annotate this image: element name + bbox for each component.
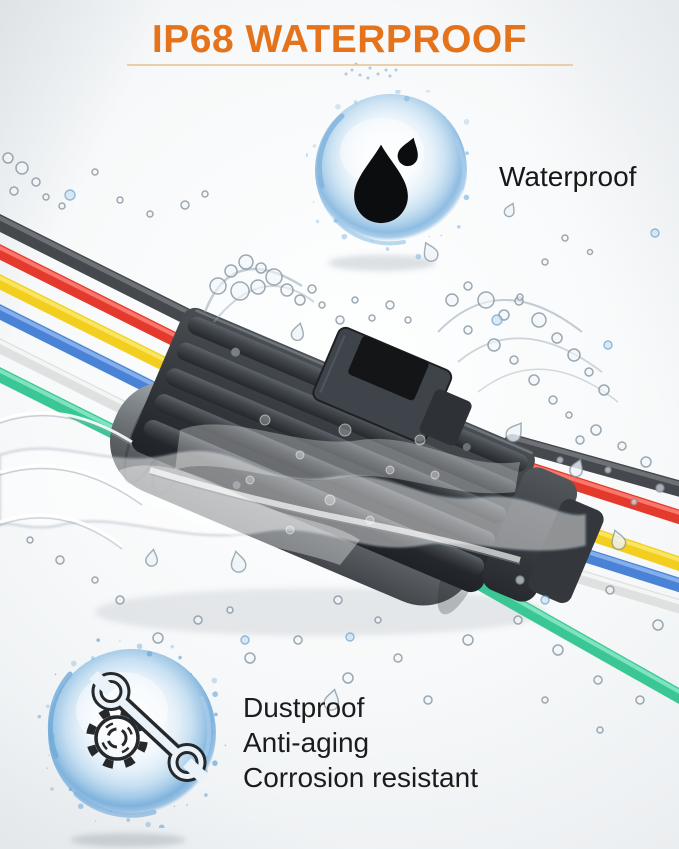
water-splash <box>0 267 619 565</box>
durability-line-3: Corrosion resistant <box>243 762 478 793</box>
water-drop-icon <box>306 90 476 260</box>
durability-labels: Dustproof Anti-aging Corrosion resistant <box>243 690 478 795</box>
durability-line-2: Anti-aging <box>243 727 370 758</box>
wire-green <box>458 568 679 704</box>
wrench-glyph <box>89 670 209 784</box>
wire-black <box>504 434 679 497</box>
latch-clip <box>312 326 472 446</box>
waterproof-badge <box>306 90 476 260</box>
gear-wrench-icon <box>37 638 227 828</box>
page-title: IP68 WATERPROOF <box>151 18 528 61</box>
waterproof-label: Waterproof <box>499 161 637 192</box>
durability-line-1: Dustproof <box>243 692 365 723</box>
title-underline <box>127 64 573 66</box>
durability-badge <box>36 636 228 828</box>
water-droplets <box>2 62 665 734</box>
